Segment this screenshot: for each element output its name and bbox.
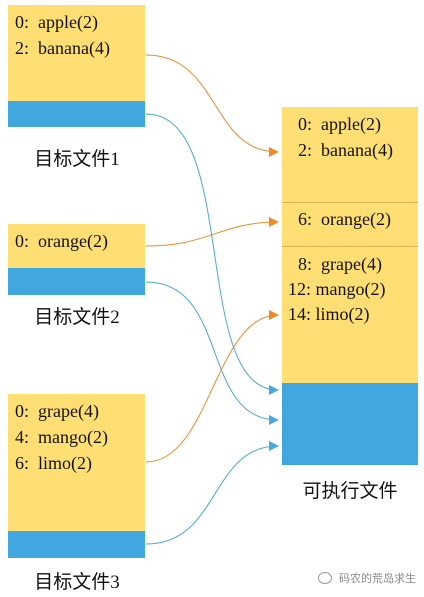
executable-divider-2 (282, 246, 418, 247)
watermark-text: 码农的荒岛求生 (339, 572, 416, 586)
object-file-2-data: 0: orange(2) (8, 224, 145, 268)
object-file-1-caption: 目标文件1 (34, 149, 120, 170)
object-file-3-data: 0: grape(4) 4: mango(2) 6: limo(2) (8, 394, 145, 531)
arrow-text-3 (145, 441, 279, 545)
executable-line-4: 8: grape(4) (298, 254, 382, 274)
executable-line-1: 0: apple(2) (298, 114, 381, 134)
executable-data: 0: apple(2) 2: banana(4) 6: orange(2) 8:… (282, 107, 418, 383)
executable-text (282, 383, 418, 465)
object-file-1-text (8, 101, 145, 127)
object-file-1-data: 0: apple(2) 2: banana(4) (8, 5, 145, 101)
executable-line-2: 2: banana(4) (298, 140, 393, 160)
executable-divider-1 (282, 202, 418, 203)
object-file-3-text (8, 531, 145, 558)
arrow-text-1 (145, 113, 279, 395)
object-file-2-caption: 目标文件2 (34, 307, 120, 328)
object-file-3-line-3: 6: limo(2) (15, 453, 92, 473)
arrow-data-3 (145, 310, 279, 463)
arrow-data-1 (145, 54, 279, 157)
object-file-1-line-1: 0: apple(2) (15, 12, 98, 32)
executable-caption: 可执行文件 (302, 481, 398, 502)
object-file-3-line-2: 4: mango(2) (15, 427, 108, 447)
arrow-text-2 (145, 281, 279, 425)
object-file-3-line-1: 0: grape(4) (15, 401, 99, 421)
watermark: 码农的荒岛求生 (318, 569, 416, 587)
executable-line-6: 14: limo(2) (288, 304, 370, 324)
executable-line-3: 6: orange(2) (298, 209, 391, 229)
object-file-3-caption: 目标文件3 (34, 572, 120, 593)
object-file-2-text (8, 268, 145, 295)
object-file-2-line-1: 0: orange(2) (15, 231, 108, 251)
object-file-1-line-2: 2: banana(4) (15, 38, 110, 58)
arrow-data-2 (145, 217, 279, 247)
executable-line-5: 12: mango(2) (288, 279, 386, 299)
wechat-icon (318, 572, 332, 585)
